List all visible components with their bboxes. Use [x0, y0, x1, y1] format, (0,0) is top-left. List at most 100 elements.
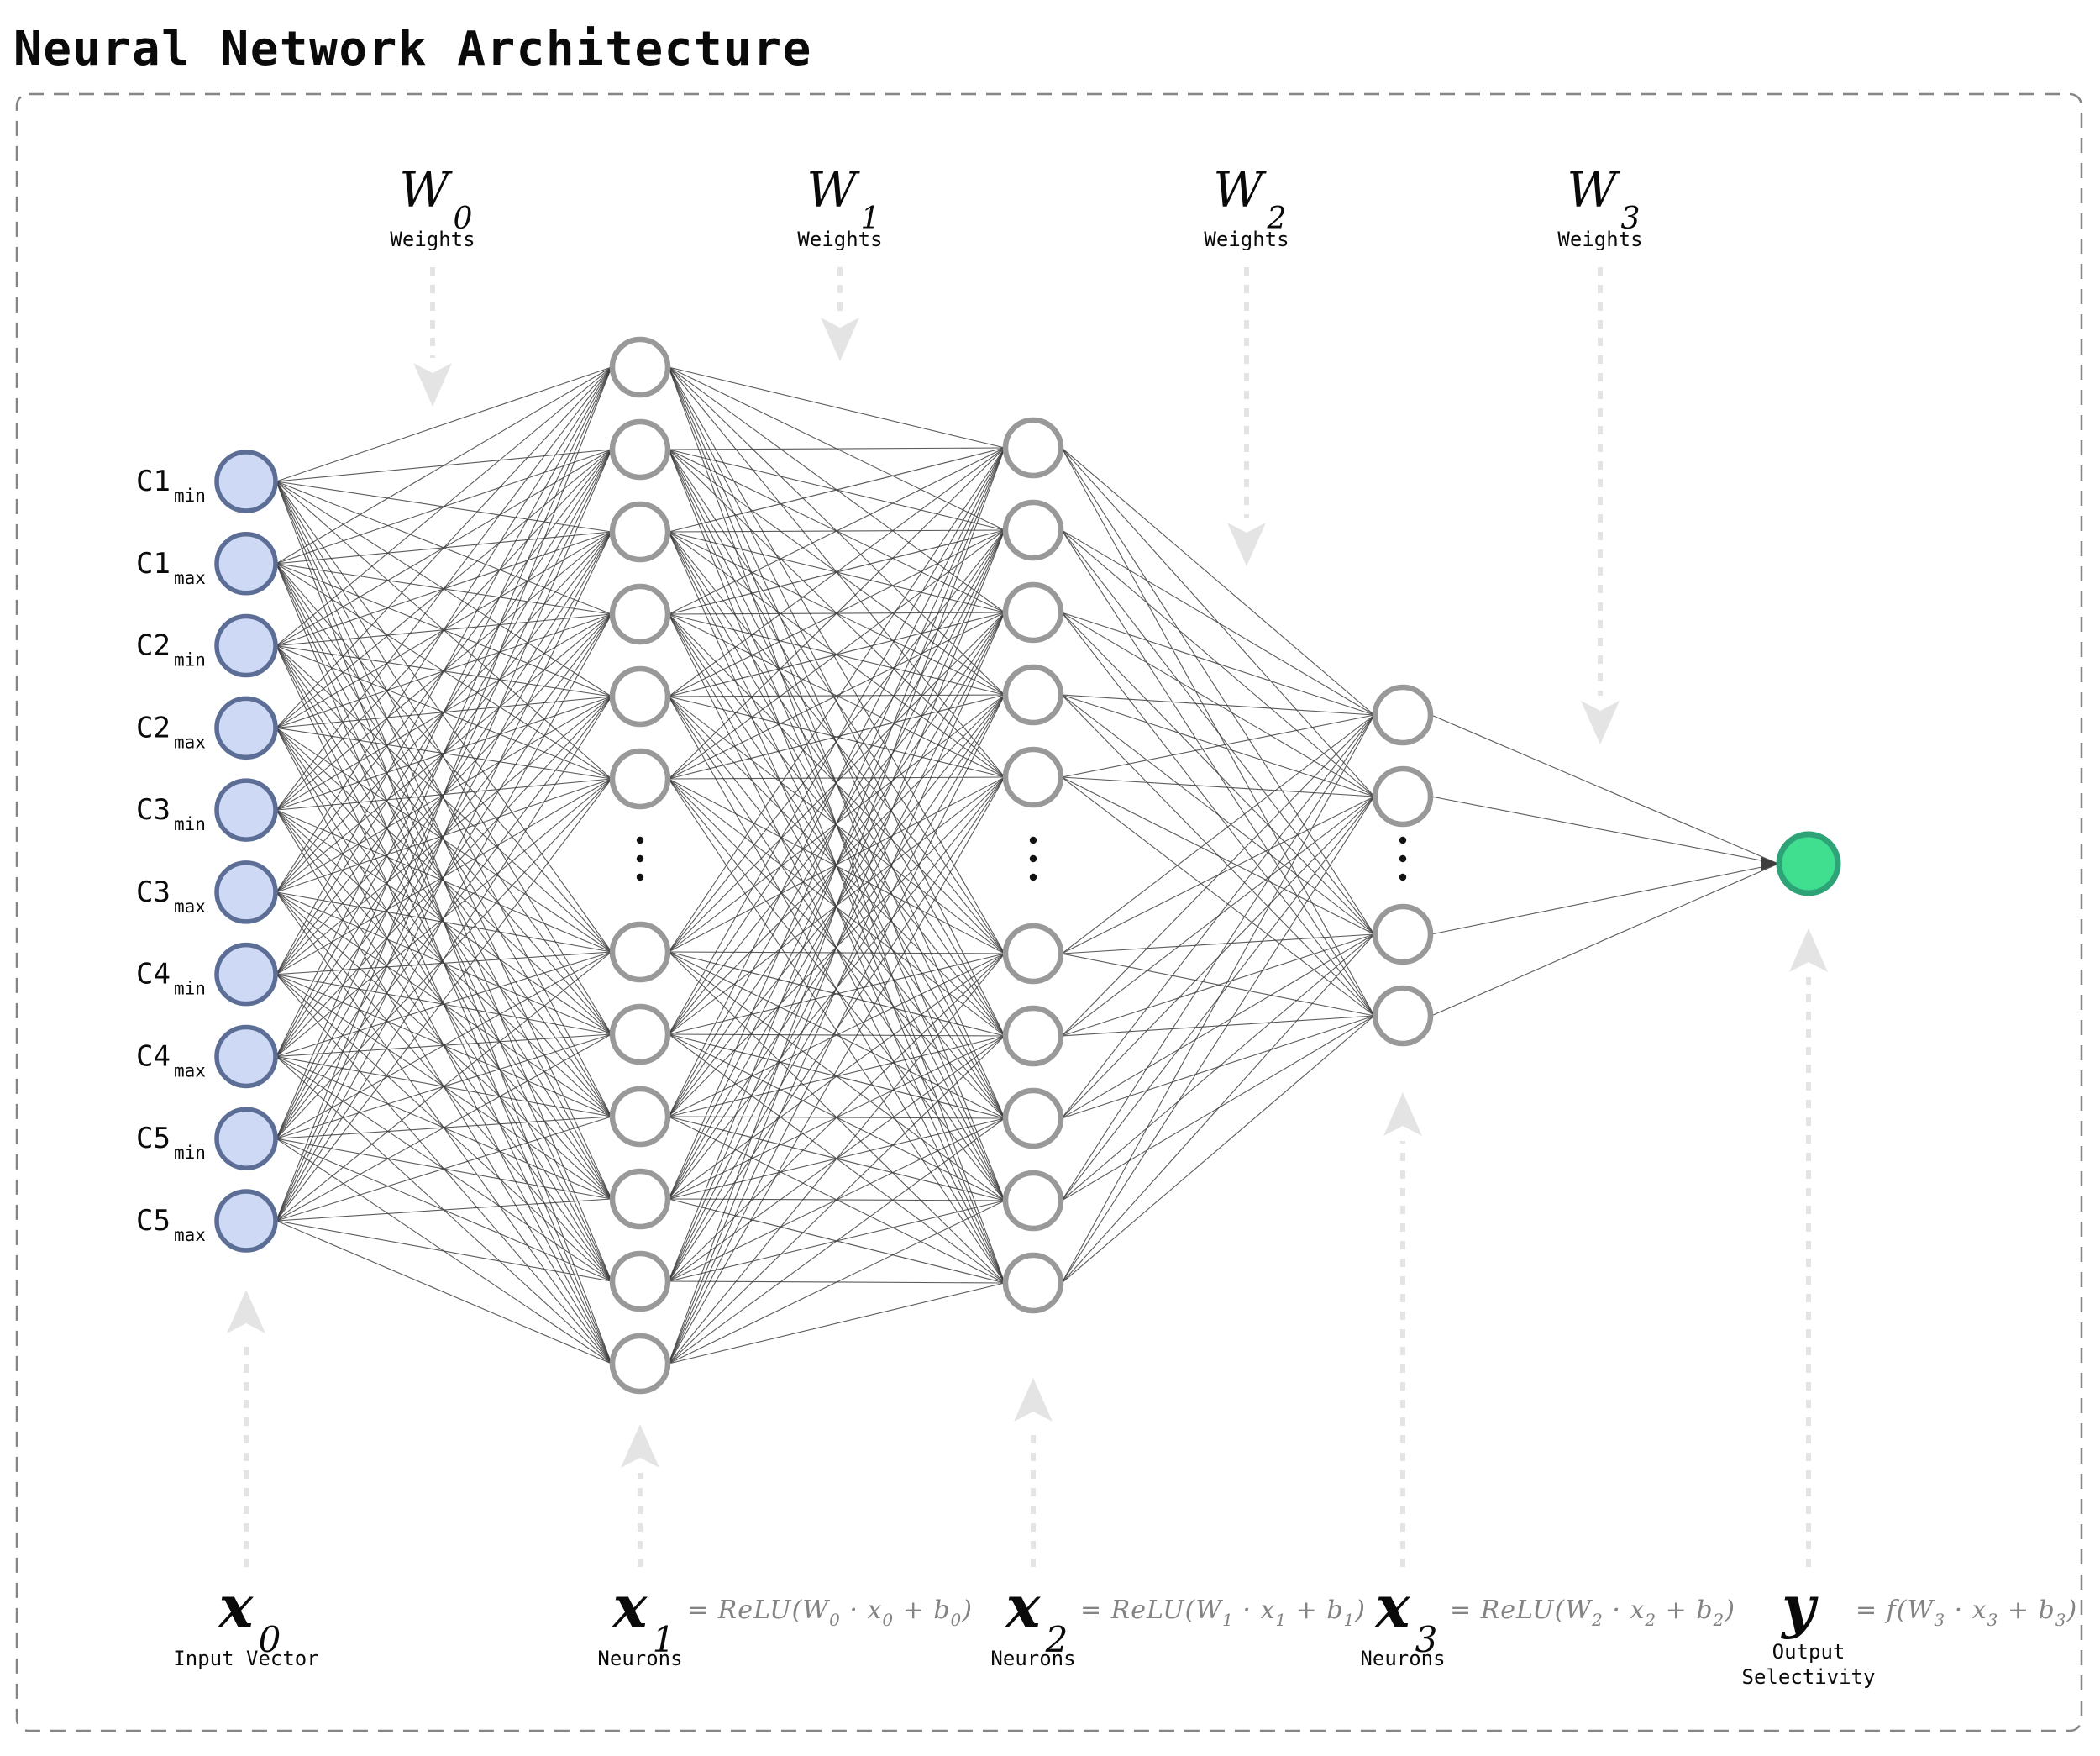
hidden-node — [1372, 765, 1434, 828]
edge — [1061, 714, 1375, 1037]
edge — [668, 449, 1005, 954]
layer-caption: Selectivity — [1742, 1665, 1876, 1689]
edge — [1061, 714, 1375, 1119]
page-title: Neural Network Architecture — [13, 22, 812, 76]
layer-pointer-arrow-4 — [1789, 928, 1828, 1567]
edge — [668, 778, 1005, 1119]
edge — [276, 366, 612, 811]
weight-symbol: W — [806, 161, 860, 218]
weight-caption: Weights — [1204, 228, 1289, 251]
layer-pointer-arrow-3-head — [1383, 1092, 1422, 1136]
edge — [668, 1200, 1005, 1364]
output-edge-arrowhead — [1761, 857, 1778, 870]
weights-arrow-3-head — [1581, 701, 1620, 744]
layer-caption: Neurons — [597, 1647, 682, 1670]
layer-pointer-arrow-0-head — [227, 1290, 265, 1333]
input-node — [214, 1107, 278, 1170]
hidden-node — [609, 748, 671, 810]
hidden-node — [1372, 903, 1434, 965]
edge — [1061, 933, 1375, 954]
hidden-node — [1002, 923, 1064, 985]
input-label-base: C1 — [136, 547, 171, 581]
hidden-node — [1002, 1005, 1064, 1067]
layer-symbol: x — [1005, 1574, 1042, 1641]
edge — [276, 1033, 612, 1222]
edge — [276, 727, 612, 953]
layer-pointer-arrow-2 — [1014, 1378, 1053, 1567]
edge — [668, 447, 1005, 615]
edge — [668, 447, 1005, 1282]
edge — [668, 1117, 1005, 1364]
layer-symbol: x — [612, 1574, 648, 1641]
layer-formula: = ReLU(W1 · x1 + b1) — [1080, 1596, 1366, 1630]
layer-pointer-arrow-1 — [621, 1424, 659, 1567]
hidden-node — [1002, 417, 1064, 479]
edge — [276, 366, 612, 565]
edge — [668, 1282, 1005, 1364]
edge — [276, 778, 612, 1222]
hidden-node — [609, 1333, 671, 1395]
edge — [1061, 694, 1375, 935]
edge — [1061, 933, 1375, 1201]
edge — [276, 613, 612, 1222]
input-node — [214, 942, 278, 1007]
weight-caption: Weights — [390, 228, 475, 251]
edge — [668, 778, 1005, 1037]
input-layer — [214, 450, 278, 1253]
edge — [668, 366, 1005, 954]
weights-arrow-0 — [413, 267, 452, 407]
edge — [668, 953, 1005, 1200]
edge — [1061, 447, 1375, 716]
weight-symbol: W — [1213, 161, 1267, 218]
edge — [668, 778, 1005, 954]
ellipsis-dot — [1029, 854, 1037, 863]
weight-subscript: 2 — [1267, 202, 1287, 236]
edge — [276, 563, 612, 953]
edge — [1061, 933, 1375, 1037]
edge — [668, 953, 1005, 1364]
layer-formula: = ReLU(W2 · x2 + b2) — [1450, 1596, 1735, 1630]
edge — [668, 694, 1005, 780]
edge — [276, 366, 612, 482]
edge — [1061, 933, 1375, 1284]
layer-symbol-subscript: 2 — [1045, 1619, 1068, 1660]
input-node — [214, 1189, 278, 1253]
layer-pointer-arrow-4-head — [1789, 928, 1828, 972]
edge — [668, 447, 1005, 1035]
edge — [1061, 529, 1375, 716]
edge — [276, 366, 612, 1139]
hidden-node — [1002, 581, 1064, 644]
edge — [1061, 612, 1375, 935]
layer-caption: Output — [1772, 1640, 1845, 1664]
input-node — [214, 450, 278, 513]
edge — [668, 447, 1005, 1200]
edge — [668, 529, 1005, 1364]
edge — [668, 612, 1005, 1364]
edge — [1061, 447, 1375, 935]
edge — [668, 1035, 1005, 1364]
input-label-base: C5 — [136, 1122, 171, 1155]
edge — [668, 951, 1005, 954]
hidden-2-layer — [1002, 417, 1064, 1314]
ellipsis-dot — [1399, 836, 1407, 844]
edge — [668, 612, 1005, 780]
layer-symbol-subscript: 3 — [1415, 1619, 1438, 1660]
hidden-node — [1372, 985, 1434, 1047]
ellipsis-dot — [636, 854, 644, 863]
layer-pointer-arrow-3 — [1383, 1092, 1422, 1567]
layer-formula: = f(W3 · x3 + b3) — [1856, 1596, 2077, 1630]
ellipsis-dot — [636, 873, 644, 881]
input-node — [214, 696, 278, 760]
input-label-base: C3 — [136, 793, 171, 827]
input-label-base: C2 — [136, 629, 171, 663]
edge — [1061, 776, 1375, 1017]
ellipsis-dot — [1399, 854, 1407, 863]
edge — [668, 776, 1005, 1364]
input-label-subscript: max — [174, 1060, 206, 1080]
edge — [1061, 776, 1375, 797]
input-label-base: C5 — [136, 1204, 171, 1238]
edge — [276, 951, 612, 1139]
